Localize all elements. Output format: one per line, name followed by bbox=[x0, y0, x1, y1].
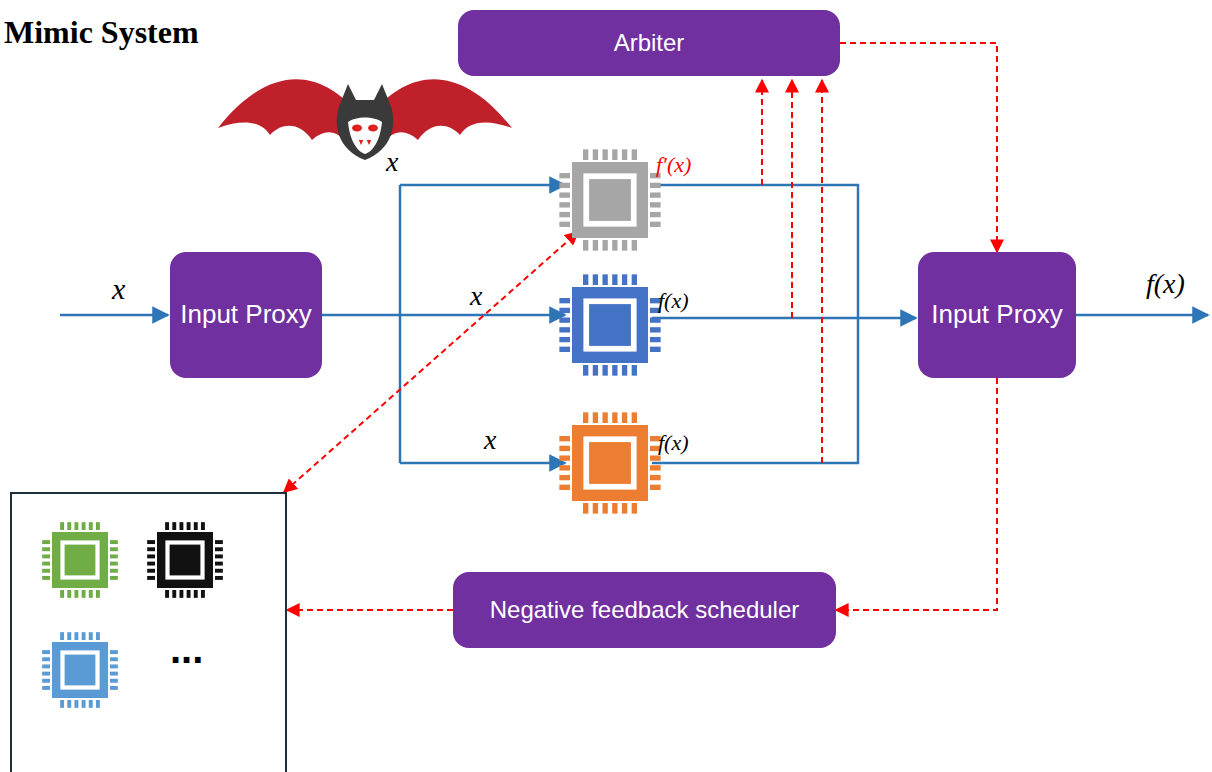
node-text: ... bbox=[162, 626, 211, 672]
replace-line bbox=[284, 232, 578, 492]
output-symbol: f(x) bbox=[658, 430, 689, 456]
feedback-connector bbox=[836, 378, 997, 610]
input-symbol: x bbox=[112, 272, 125, 306]
proxy-box: Input Proxy bbox=[918, 252, 1076, 378]
input-line bbox=[400, 184, 565, 187]
input-symbol: x bbox=[470, 280, 482, 312]
input-symbol: x bbox=[484, 424, 496, 456]
bat-fangs bbox=[358, 140, 372, 147]
green-spare-chip bbox=[42, 522, 118, 598]
bat-face bbox=[348, 118, 382, 155]
bat-eye bbox=[352, 125, 362, 132]
feedback-line bbox=[791, 80, 793, 318]
blue-spare-chip bbox=[42, 632, 118, 708]
feedback-connector bbox=[840, 43, 997, 252]
blue-executor-chip bbox=[559, 274, 660, 375]
bat-head bbox=[337, 84, 394, 160]
feedback-connector bbox=[287, 609, 453, 611]
output-symbol: f′(x) bbox=[656, 152, 691, 178]
input-line bbox=[400, 462, 565, 465]
diagram-title: Mimic System bbox=[4, 14, 199, 51]
executor-pool: ... bbox=[10, 492, 287, 772]
output-symbol: f(x) bbox=[1146, 268, 1185, 300]
scheduler-box: Negative feedback scheduler bbox=[453, 572, 836, 648]
bat-wing bbox=[218, 79, 355, 145]
bat-wing bbox=[375, 79, 512, 145]
node-text: Input Proxy bbox=[172, 300, 320, 330]
proxy-box: Input Proxy bbox=[170, 252, 322, 378]
feedback-line bbox=[821, 80, 823, 463]
orange-executor-chip bbox=[559, 412, 660, 513]
output-line bbox=[652, 317, 916, 320]
input-line bbox=[399, 185, 402, 463]
black-spare-chip bbox=[147, 522, 223, 598]
feedback-line bbox=[761, 80, 763, 185]
node-text: Arbiter bbox=[606, 29, 693, 57]
gray-executor-chip bbox=[559, 149, 660, 250]
input-symbol: x bbox=[386, 146, 398, 178]
output-symbol: f(x) bbox=[658, 288, 689, 314]
node-text: Negative feedback scheduler bbox=[482, 596, 808, 624]
node-text: Input Proxy bbox=[923, 300, 1071, 330]
input-line bbox=[60, 314, 168, 317]
bat-eye bbox=[368, 125, 378, 132]
output-line bbox=[1060, 314, 1208, 317]
input-line bbox=[305, 314, 565, 317]
output-line bbox=[652, 185, 858, 463]
bat-icon bbox=[218, 79, 512, 160]
arbiter-box: Arbiter bbox=[458, 10, 840, 76]
